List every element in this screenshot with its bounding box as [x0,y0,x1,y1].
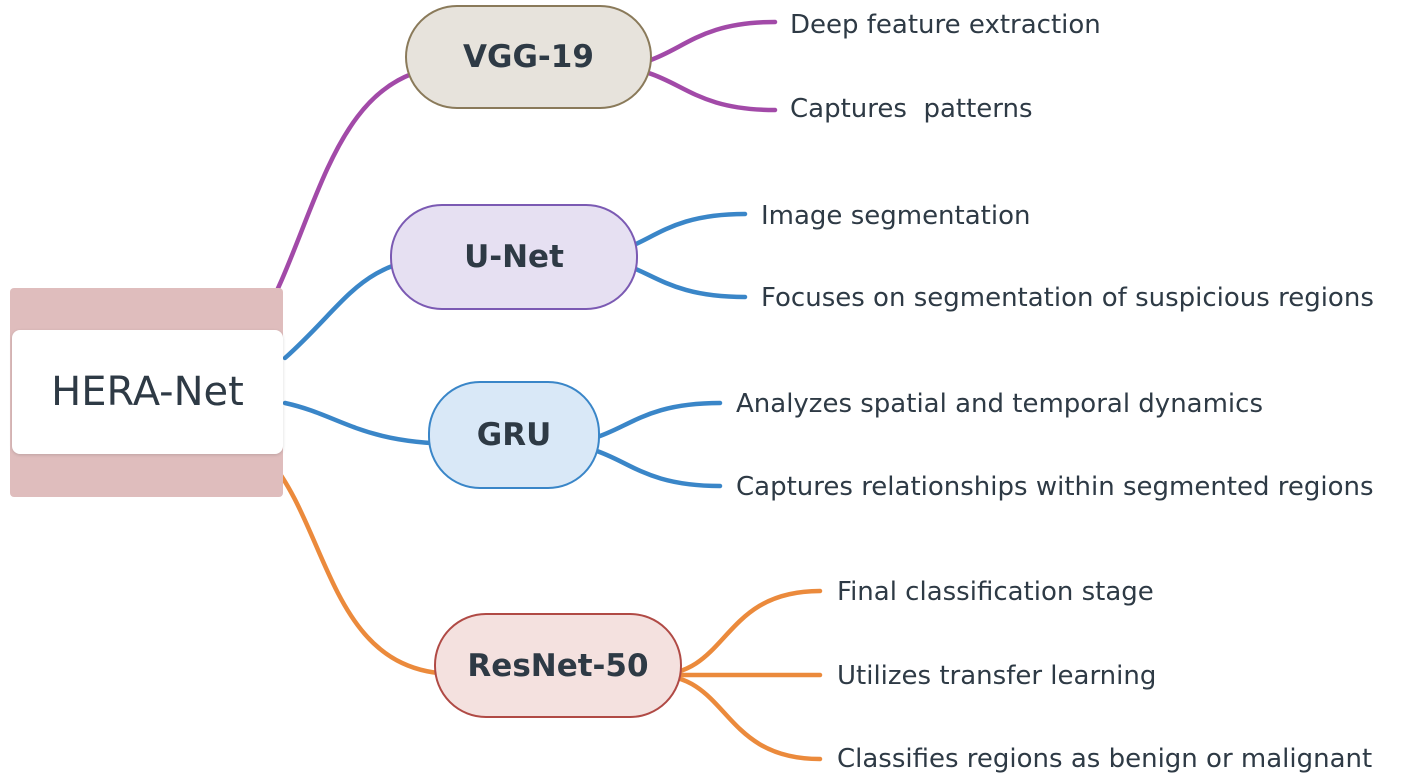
branch-label-unet: U-Net [464,239,564,275]
leaf-vgg-1: Deep feature extraction [790,10,1101,40]
leaf-unet-2: Focuses on segmentation of suspicious re… [761,283,1374,313]
branch-node-resnet50[interactable]: ResNet-50 [434,613,682,718]
connector-resnet-leaf-3 [652,672,823,762]
branch-label-gru: GRU [476,417,552,453]
leaf-gru-1: Analyzes spatial and temporal dynamics [736,389,1263,419]
leaf-vgg-2: Captures patterns [790,94,1033,124]
leaf-resnet-2: Utilizes transfer learning [837,661,1157,691]
branch-node-unet[interactable]: U-Net [390,204,638,310]
branch-label-vgg19: VGG-19 [463,39,594,75]
branch-node-gru[interactable]: GRU [428,381,600,489]
leaf-resnet-3: Classifies regions as benign or malignan… [837,744,1373,774]
root-node-label: HERA-Net [51,369,244,415]
root-node[interactable]: HERA-Net [12,330,283,454]
connector-root-resnet [265,455,458,677]
connector-root-gru [282,400,458,447]
leaf-unet-1: Image segmentation [761,201,1031,231]
branch-label-resnet50: ResNet-50 [467,647,649,684]
branch-node-vgg19[interactable]: VGG-19 [405,5,652,109]
leaf-resnet-1: Final classification stage [837,577,1154,607]
leaf-gru-2: Captures relationships within segmented … [736,472,1374,502]
